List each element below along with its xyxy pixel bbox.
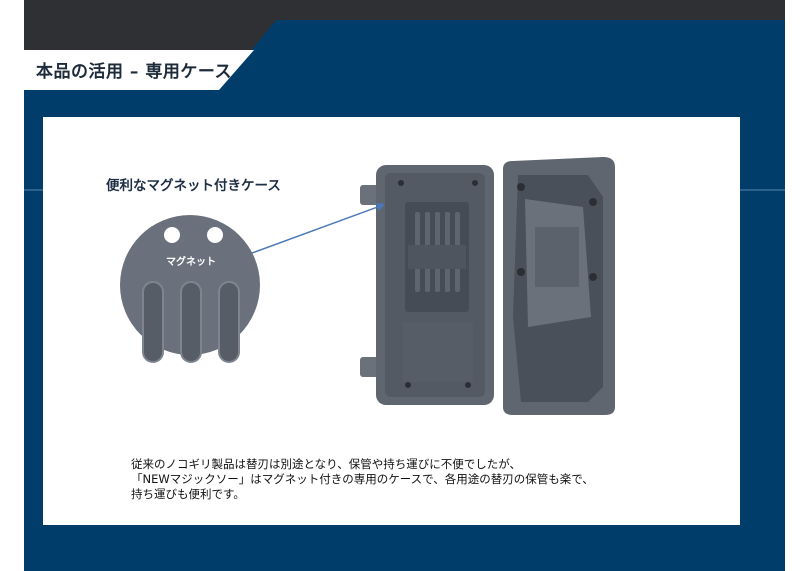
case-photo: マグネット bbox=[120, 157, 615, 415]
description-line: 持ち運びも便利です。 bbox=[131, 487, 245, 501]
description-line: 従来のノコギリ製品は替刃は別途となり、保管や持ち運びに不便でしたが、 bbox=[131, 457, 521, 471]
slide: 本品の活用 – 専用ケース 便利なマグネット付きケース bbox=[24, 0, 785, 571]
page-title: 本品の活用 – 専用ケース bbox=[36, 62, 232, 82]
callout-arrow bbox=[232, 204, 384, 261]
title-tab bbox=[24, 50, 254, 90]
description-line: 「NEWマジックソー」はマグネット付きの専用のケースで、各用途の替刃の保管も楽で… bbox=[131, 472, 594, 486]
content-panel: 便利なマグネット付きケース bbox=[43, 117, 740, 525]
description: 従来のノコギリ製品は替刃は別途となり、保管や持ち運びに不便でしたが、 「NEWマ… bbox=[131, 457, 594, 502]
section-subtitle: 便利なマグネット付きケース bbox=[106, 178, 281, 194]
magnet-label: マグネット bbox=[166, 255, 216, 268]
